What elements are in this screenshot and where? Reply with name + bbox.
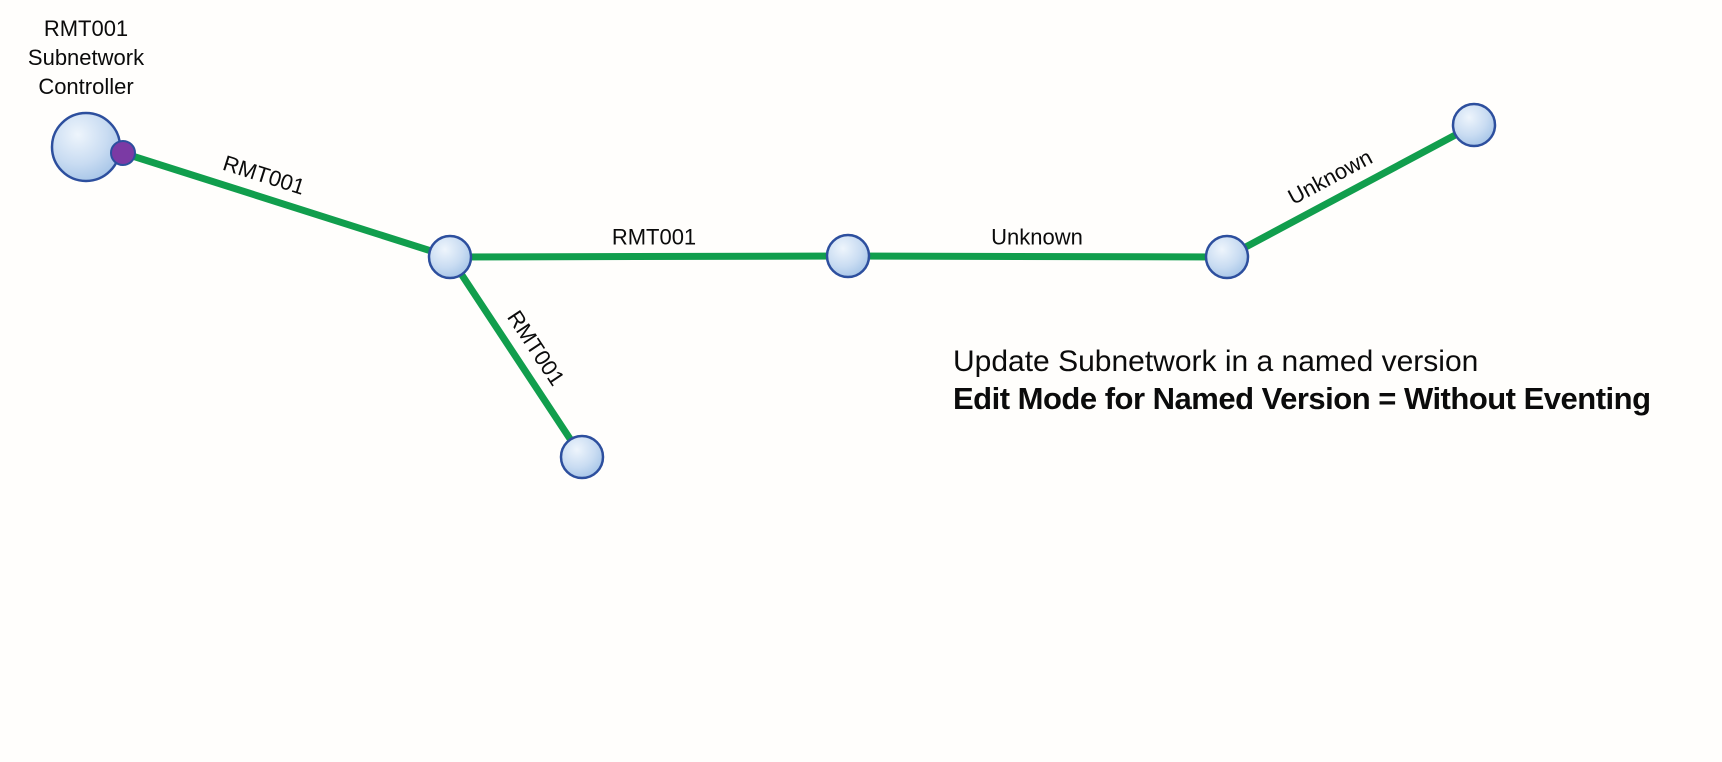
edge-label: Unknown <box>991 225 1083 250</box>
junction-node-4[interactable] <box>1451 102 1497 148</box>
controller-label-line: Subnetwork <box>27 45 145 70</box>
edge-main-rmt001[interactable] <box>449 252 849 261</box>
caption-subtitle: Edit Mode for Named Version = Without Ev… <box>953 381 1651 416</box>
controller-label-line: RMT001 <box>43 16 129 41</box>
controller-port-dot[interactable] <box>110 140 136 166</box>
edge-label: RMT001 <box>220 150 308 199</box>
annotation-caption: Update Subnetwork in a named version Edi… <box>953 343 1651 417</box>
edge-controller-rmt001[interactable] <box>121 149 452 261</box>
junction-node-2[interactable] <box>825 233 871 279</box>
edge-branch-rmt001[interactable] <box>447 255 585 459</box>
controller-label-line: Controller <box>38 74 134 99</box>
edge-label: RMT001 <box>612 225 696 250</box>
junction-node-5[interactable] <box>559 434 605 480</box>
controller-node-label: RMT001 Subnetwork Controller <box>28 14 144 101</box>
edge-main-unknown[interactable] <box>847 252 1228 261</box>
junction-node-1[interactable] <box>427 234 473 280</box>
caption-title: Update Subnetwork in a named version <box>953 345 1479 378</box>
edge-branch-unknown[interactable] <box>1225 121 1476 261</box>
subnetwork-controller-node[interactable] <box>50 111 122 183</box>
junction-node-3[interactable] <box>1204 234 1250 280</box>
